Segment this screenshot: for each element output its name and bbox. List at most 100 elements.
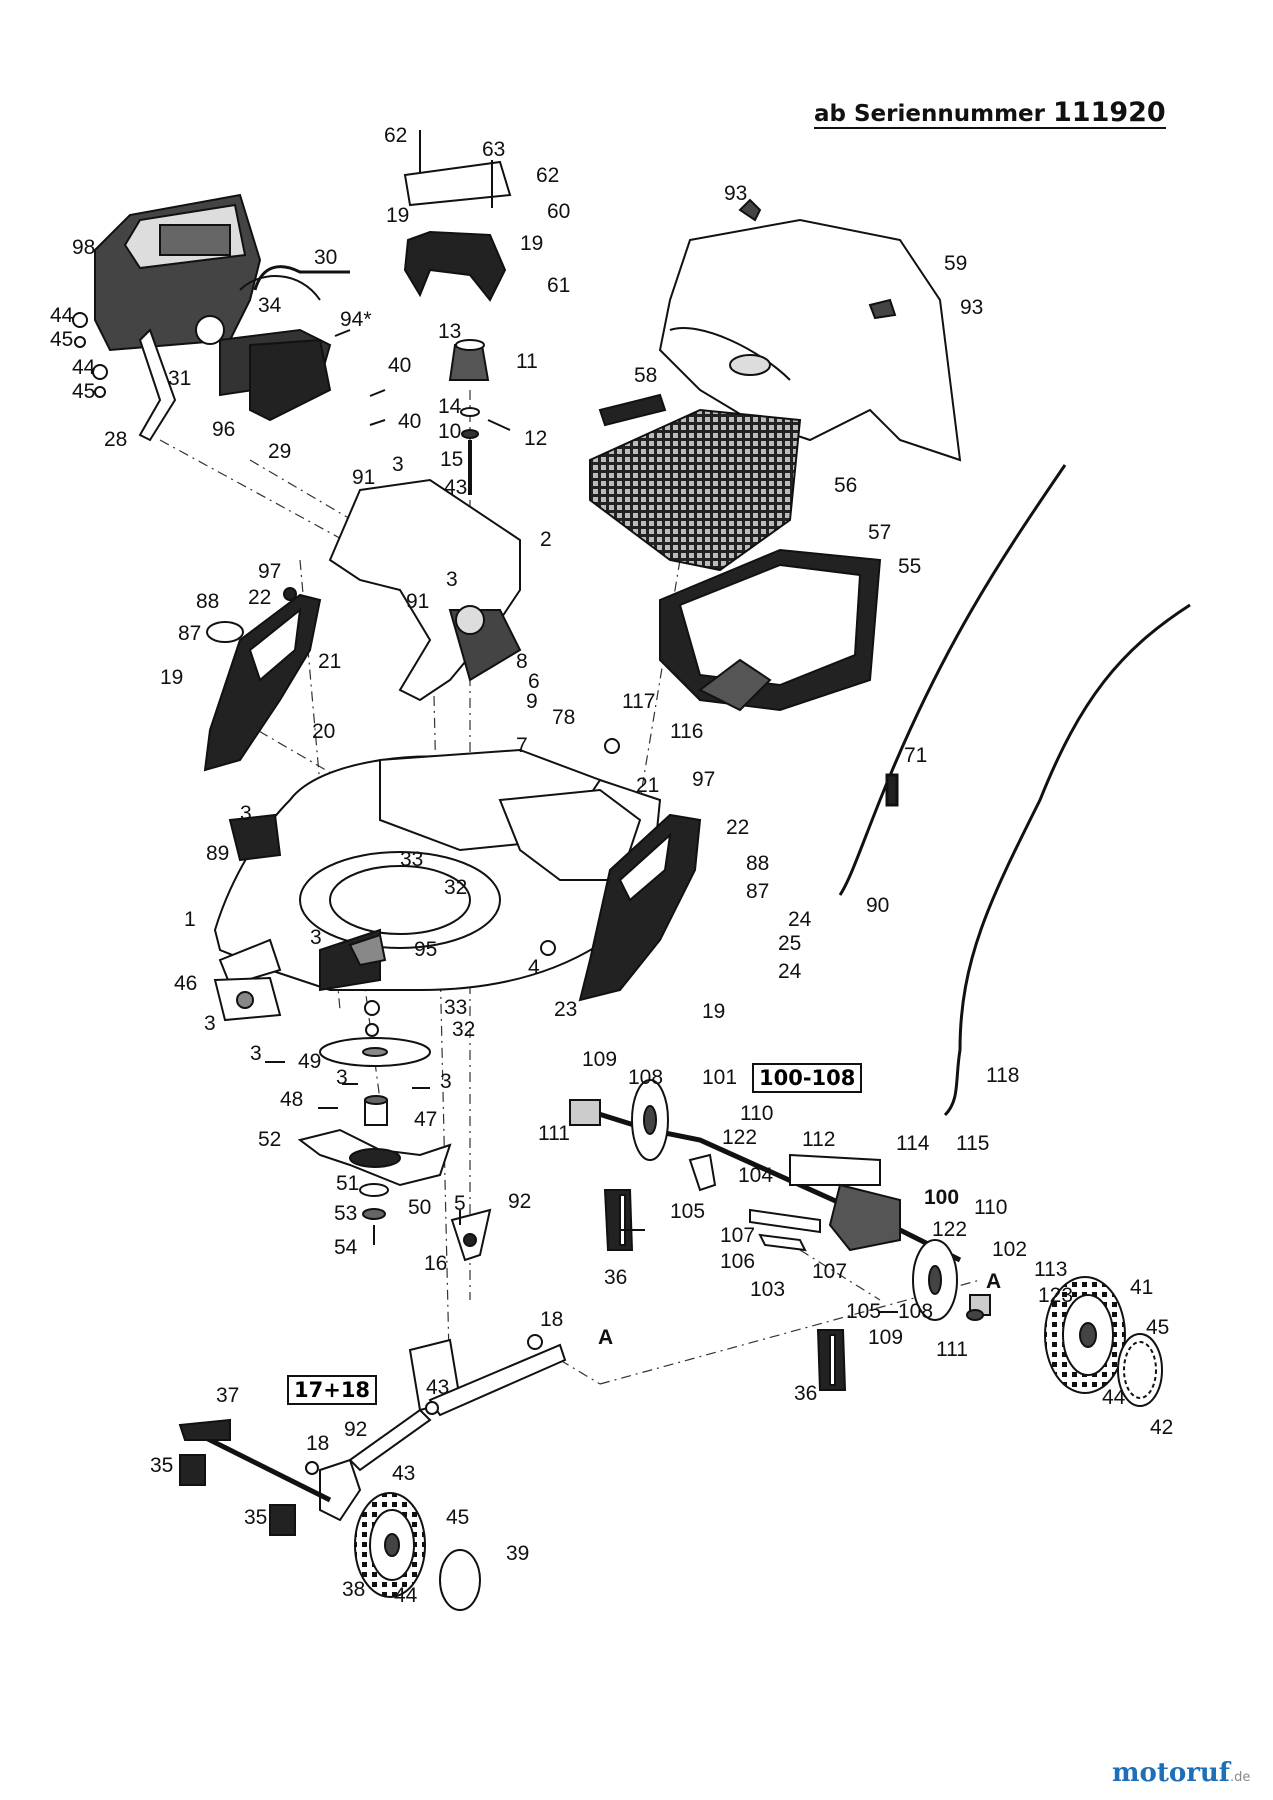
part-label-3: 3 xyxy=(310,926,322,949)
part-label-18: 18 xyxy=(540,1308,563,1331)
part-label-61: 61 xyxy=(547,274,570,297)
part-label-33: 33 xyxy=(400,848,423,871)
rear-axle-gearbox xyxy=(569,1079,991,1321)
part-label-100: 100 xyxy=(924,1186,959,1209)
part-label-39: 39 xyxy=(506,1542,529,1565)
part-label-24: 24 xyxy=(788,908,812,931)
part-label-43: 43 xyxy=(392,1462,415,1485)
part-label-96: 96 xyxy=(212,418,235,441)
part-label-91: 91 xyxy=(406,590,429,613)
part-label-60: 60 xyxy=(547,200,570,223)
part-label-23: 23 xyxy=(554,998,577,1021)
part-label-33: 33 xyxy=(444,996,467,1019)
part-label-8: 8 xyxy=(516,650,528,673)
part-label-91: 91 xyxy=(352,466,375,489)
part-label-41: 41 xyxy=(1130,1276,1153,1299)
part-label-89: 89 xyxy=(206,842,229,865)
part-label-92: 92 xyxy=(508,1190,531,1213)
part-label-112: 112 xyxy=(802,1128,835,1151)
part-label-A: A xyxy=(986,1270,1001,1293)
handle-bracket xyxy=(403,130,512,302)
part-label-88: 88 xyxy=(196,590,219,613)
part-label-97: 97 xyxy=(692,768,715,791)
part-label-58: 58 xyxy=(634,364,657,387)
part-label-A: A xyxy=(598,1326,613,1349)
part-label-28: 28 xyxy=(104,428,127,451)
group-label: 100-108 xyxy=(759,1066,856,1090)
mower-deck xyxy=(213,748,662,992)
part-label-18: 18 xyxy=(306,1432,329,1455)
part-label-19: 19 xyxy=(702,1000,725,1023)
throttle-cable-30 xyxy=(253,265,350,291)
part-label-78: 78 xyxy=(552,706,575,729)
part-label-6: 6 xyxy=(528,670,540,693)
part-label-105: 105 xyxy=(846,1300,881,1323)
part-label-36: 36 xyxy=(604,1266,627,1289)
part-label-14: 14 xyxy=(438,395,462,418)
part-label-93: 93 xyxy=(724,182,747,205)
flap-46 xyxy=(213,976,282,1022)
grass-catcher-hood xyxy=(658,198,962,462)
part-label-108: 108 xyxy=(628,1066,663,1089)
part-label-105: 105 xyxy=(670,1200,705,1223)
brand-suffix: .de xyxy=(1230,1770,1251,1785)
part-label-122: 122 xyxy=(722,1126,757,1149)
engine-unit xyxy=(94,193,332,442)
right-side-cover xyxy=(578,813,702,1002)
part-label-7: 7 xyxy=(516,734,528,757)
part-label-109: 109 xyxy=(868,1326,903,1349)
part-label-11: 11 xyxy=(516,350,538,373)
part-label-111: 111 xyxy=(936,1338,968,1361)
part-label-13: 13 xyxy=(438,320,461,343)
serial-number: 111920 xyxy=(1053,97,1166,128)
part-label-57: 57 xyxy=(868,521,891,544)
part-label-46: 46 xyxy=(174,972,197,995)
part-label-108: 108 xyxy=(898,1300,933,1323)
part-label-103: 103 xyxy=(750,1278,785,1301)
drive-shaft-parts xyxy=(448,339,490,495)
part-label-2: 2 xyxy=(540,528,552,551)
part-label-31: 31 xyxy=(168,367,191,390)
part-label-107: 107 xyxy=(720,1224,755,1247)
part-label-19: 19 xyxy=(520,232,543,255)
part-label-3: 3 xyxy=(440,1070,452,1093)
part-label-118: 118 xyxy=(986,1064,1019,1087)
part-label-109: 109 xyxy=(582,1048,617,1071)
part-label-59: 59 xyxy=(944,252,967,275)
group-label: 17+18 xyxy=(294,1378,371,1402)
part-label-3: 3 xyxy=(392,453,404,476)
part-label-95: 95 xyxy=(414,938,437,961)
left-side-cover xyxy=(203,587,322,772)
part-label-3: 3 xyxy=(204,1012,216,1035)
blade-assembly xyxy=(297,1037,452,1245)
part-label-88: 88 xyxy=(746,852,769,875)
part-label-110: 110 xyxy=(974,1196,1007,1219)
part-label-106: 106 xyxy=(720,1250,755,1273)
part-label-44: 44 xyxy=(394,1584,418,1607)
group-box-100-108: 100-108 xyxy=(752,1063,863,1093)
part-label-92: 92 xyxy=(344,1418,367,1441)
grass-catcher-basket xyxy=(659,548,882,712)
front-axle-assembly xyxy=(178,1338,567,1536)
part-label-32: 32 xyxy=(444,876,467,899)
part-label-3: 3 xyxy=(240,802,252,825)
part-label-44: 44 xyxy=(72,356,96,379)
part-label-19: 19 xyxy=(386,204,409,227)
part-label-43: 43 xyxy=(426,1376,449,1399)
height-adjusters-36 xyxy=(603,1189,847,1391)
part-label-3: 3 xyxy=(250,1042,262,1065)
part-label-5: 5 xyxy=(454,1192,466,1215)
bracket-16 xyxy=(450,1208,492,1262)
serial-prefix: ab Seriennummer xyxy=(814,101,1045,127)
part-label-15: 15 xyxy=(440,448,463,471)
part-label-45: 45 xyxy=(446,1506,469,1529)
part-label-47: 47 xyxy=(414,1108,437,1131)
part-label-34: 34 xyxy=(258,294,282,317)
rear-cover xyxy=(328,478,522,702)
part-label-29: 29 xyxy=(268,440,291,463)
part-label-10: 10 xyxy=(438,420,461,443)
part-label-102: 102 xyxy=(992,1238,1027,1261)
part-label-116: 116 xyxy=(670,720,703,743)
